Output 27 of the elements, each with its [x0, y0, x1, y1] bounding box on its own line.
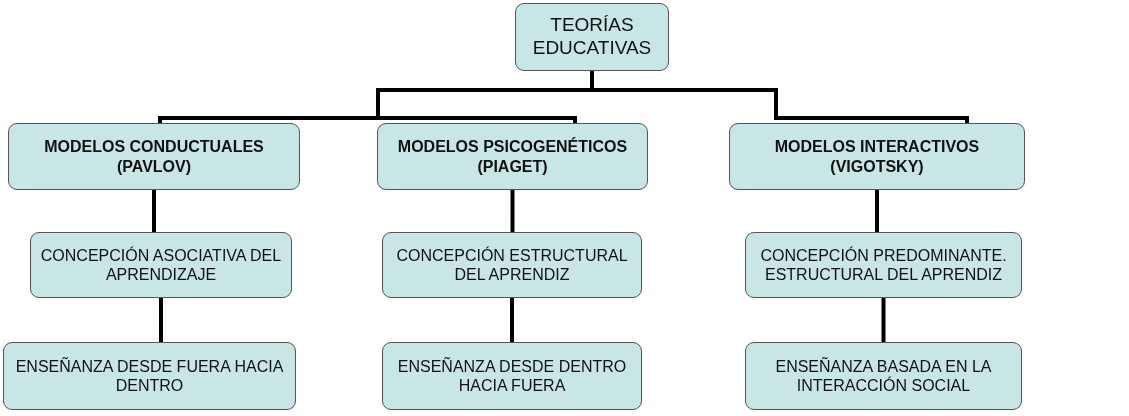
box-label: ENSEÑANZA BASADA EN LA INTERACCIÓN SOCIAL	[775, 357, 992, 394]
concept-box	[382, 232, 642, 298]
concept-box	[8, 123, 300, 190]
box-label: MODELOS INTERACTIVOS (VIGOTSKY)	[774, 138, 980, 175]
box-label: TEORÍAS EDUCATIVAS	[532, 14, 652, 58]
connector-line	[510, 298, 514, 342]
box-label: MODELOS CONDUCTUALES (PAVLOV)	[44, 138, 264, 175]
connector-line	[590, 71, 969, 123]
connector-line	[510, 190, 515, 232]
connector-line	[875, 190, 879, 232]
box-label: CONCEPCIÓN ESTRUCTURAL DEL APRENDIZ	[396, 246, 628, 283]
box-label: CONCEPCIÓN ASOCIATIVA DEL APRENDIZAJE	[40, 246, 282, 283]
connector-line	[159, 298, 163, 342]
concept-box	[377, 123, 648, 190]
connector-line	[881, 298, 886, 342]
concept-box	[729, 123, 1025, 190]
concept-box	[745, 232, 1022, 298]
concept-box	[745, 342, 1022, 410]
connector-line	[152, 190, 156, 232]
concept-box	[382, 342, 642, 410]
box-label: ENSEÑANZA DESDE DENTRO HACIA FUERA	[397, 357, 627, 394]
concept-box	[3, 342, 296, 410]
box-label: CONCEPCIÓN PREDOMINANTE. ESTRUCTURAL DEL APRENDIZ	[760, 246, 1007, 283]
root-box	[515, 3, 669, 71]
box-label: MODELOS PSICOGENÉTICOS (PIAGET)	[397, 138, 628, 175]
box-label: ENSEÑANZA DESDE FUERA HACIA DENTRO	[15, 357, 284, 394]
concept-box	[30, 232, 292, 298]
